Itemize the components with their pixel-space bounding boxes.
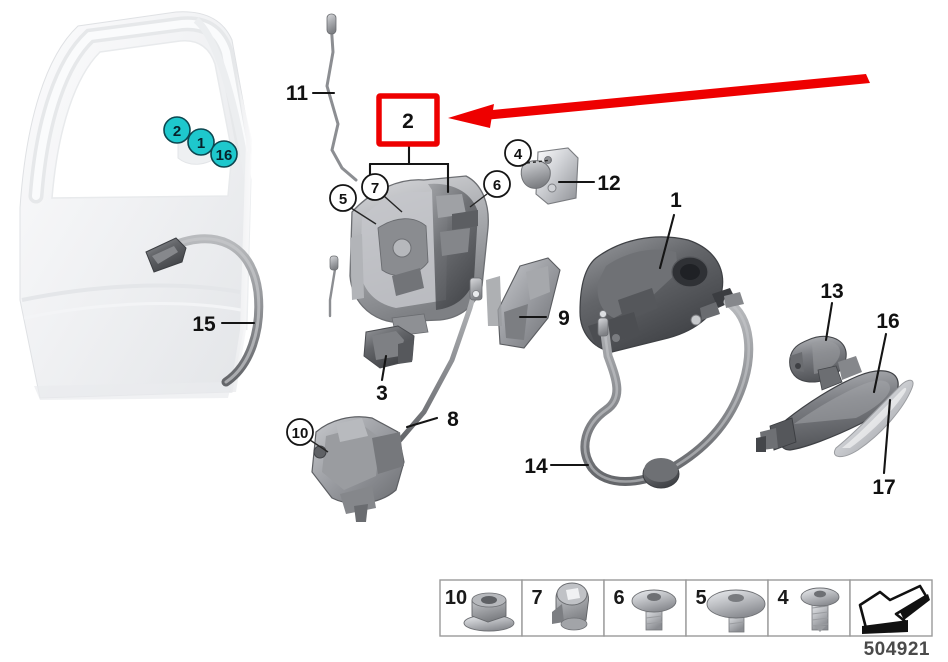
leader-circ-6 bbox=[469, 193, 488, 208]
flange-nut-icon bbox=[463, 592, 515, 632]
actuating-rod-11-illustration bbox=[325, 13, 358, 182]
legend-label-10: 10 bbox=[445, 587, 467, 609]
diagram-id-label: 504921 bbox=[864, 639, 930, 660]
part-3-illustration bbox=[363, 325, 415, 369]
callout-14: 14 bbox=[524, 455, 548, 478]
legend-cell-10[interactable]: 10 bbox=[439, 579, 523, 637]
bowden-cable-15-illustration bbox=[145, 234, 264, 387]
door-badge-2-label: 2 bbox=[173, 123, 181, 140]
legend-label-5: 5 bbox=[695, 587, 706, 609]
circled-callout-10: 10 bbox=[286, 418, 314, 446]
circled-callout-6: 6 bbox=[483, 170, 511, 198]
callout-3: 3 bbox=[376, 382, 388, 405]
leader-circ-7 bbox=[383, 195, 403, 213]
legend-cell-arrow[interactable] bbox=[849, 579, 933, 637]
part-12-striker-illustration bbox=[520, 147, 579, 205]
circled-callout-10-label: 10 bbox=[292, 425, 309, 442]
callout-16: 16 bbox=[876, 310, 899, 333]
circled-callout-5-label: 5 bbox=[339, 191, 347, 208]
legend-cell-7[interactable]: 7 bbox=[521, 579, 605, 637]
door-badge-16-label: 16 bbox=[216, 147, 233, 164]
plain-callout-labels: 11 12 1 13 16 17 15 3 8 9 14 bbox=[192, 82, 899, 499]
callout-12: 12 bbox=[597, 172, 620, 195]
highlight-box-label: 2 bbox=[402, 110, 414, 133]
highlight-box-callout-2[interactable]: 2 bbox=[376, 93, 440, 147]
door-lock-assembly-illustration bbox=[349, 175, 489, 337]
leader-13 bbox=[824, 301, 834, 342]
legend-label-7: 7 bbox=[531, 587, 542, 609]
callout-8: 8 bbox=[447, 408, 459, 431]
legend-cell-4[interactable]: 4 bbox=[767, 579, 851, 637]
door-badge-16[interactable]: 16 bbox=[210, 140, 238, 168]
legend-cell-6[interactable]: 6 bbox=[603, 579, 687, 637]
callout-13: 13 bbox=[820, 280, 843, 303]
door-badge-2[interactable]: 2 bbox=[163, 116, 191, 144]
callout-1: 1 bbox=[670, 189, 682, 212]
torx-countersunk-screw-icon bbox=[800, 587, 840, 632]
callout-9: 9 bbox=[558, 307, 570, 330]
circled-callout-7-label: 7 bbox=[371, 180, 379, 197]
legend-label-6: 6 bbox=[613, 587, 624, 609]
collar-screw-icon bbox=[552, 582, 589, 631]
torx-dome-screw-icon bbox=[706, 589, 766, 633]
block-arrow-icon bbox=[858, 584, 930, 634]
part-10-actuator-illustration bbox=[311, 416, 405, 522]
leader-3 bbox=[380, 354, 388, 382]
circled-callout-4-label: 4 bbox=[514, 146, 523, 163]
torx-pan-screw-icon bbox=[631, 589, 677, 631]
leader-17 bbox=[882, 398, 892, 475]
leader-circ-5 bbox=[350, 207, 377, 225]
leader-16 bbox=[872, 332, 888, 394]
part-16-door-handle-illustration bbox=[756, 356, 899, 452]
leader-circ-10 bbox=[309, 439, 329, 453]
legend-label-4: 4 bbox=[777, 587, 789, 609]
highlight-arrow bbox=[448, 74, 870, 128]
callout-11: 11 bbox=[286, 82, 309, 105]
legend-strip: 10 7 bbox=[439, 579, 933, 660]
part-8-cable-illustration bbox=[397, 277, 483, 443]
small-rod-detail-illustration bbox=[328, 255, 339, 318]
circled-callout-4: 4 bbox=[504, 139, 532, 167]
callout-15: 15 bbox=[192, 313, 216, 336]
leader-lines bbox=[220, 91, 892, 475]
leader-circ-4 bbox=[526, 159, 552, 164]
part-14-cable-illustration bbox=[580, 292, 754, 489]
part-9-bracket-illustration bbox=[486, 257, 561, 349]
circled-callout-6-label: 6 bbox=[493, 177, 501, 194]
part-1-handle-carrier-illustration bbox=[579, 236, 736, 353]
door-badge-1-label: 1 bbox=[197, 135, 205, 152]
leader-8 bbox=[405, 416, 439, 429]
legend-cell-5[interactable]: 5 bbox=[685, 579, 769, 637]
circled-callout-5: 5 bbox=[329, 184, 357, 212]
circled-callout-7: 7 bbox=[361, 173, 389, 201]
door-badge-1[interactable]: 1 bbox=[187, 128, 215, 156]
leader-1 bbox=[658, 213, 676, 270]
callout-17: 17 bbox=[872, 476, 895, 499]
